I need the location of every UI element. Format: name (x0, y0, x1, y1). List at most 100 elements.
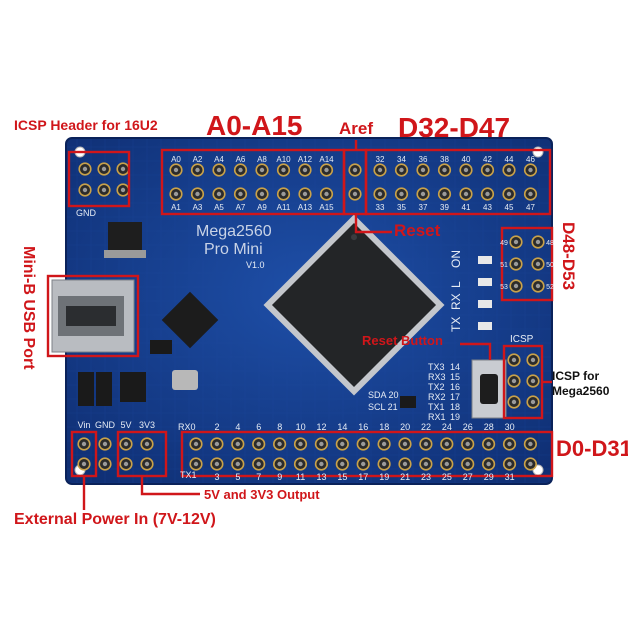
digital-low-pin (231, 437, 245, 451)
silk-serial-num: 15 (450, 372, 460, 382)
digital-low-pin (335, 437, 349, 451)
icsp-16u2-pin (116, 183, 130, 197)
silk-analog-bottom: A3 (193, 203, 203, 212)
power-pin (98, 457, 112, 471)
silk-analog-top: A8 (257, 155, 267, 164)
analog-pin (212, 163, 226, 177)
silk-digital-top: 32 (376, 155, 385, 164)
icsp-16u2-pin (78, 162, 92, 176)
digital-low-pin (293, 437, 308, 451)
led-rx (478, 300, 492, 308)
silk-digital-bottom: 39 (440, 203, 449, 212)
silk-serial-name: RX3 (428, 372, 446, 382)
analog-pin (233, 187, 248, 201)
silk-serial-name: RX1 (428, 412, 446, 422)
silk-analog-top: A4 (214, 155, 224, 164)
power-pin (119, 457, 133, 471)
leader-reset-button (460, 342, 492, 360)
silk-digital-top: 44 (505, 155, 514, 164)
silk-analog-bottom: A13 (298, 203, 313, 212)
silk-serial-name: TX3 (428, 362, 445, 372)
analog-pin (298, 187, 312, 201)
label-icsp-mega-2: Mega2560 (552, 384, 610, 398)
silk-sda: SDA 20 (368, 390, 399, 400)
box-digital-high (364, 148, 552, 216)
digital-low-pin (252, 457, 266, 471)
silk-analog-top: A14 (319, 155, 334, 164)
digital-low-pin (252, 437, 266, 451)
icsp-mega-pin (526, 374, 540, 388)
box-d48-d53 (500, 226, 554, 302)
silk-serial-num: 16 (450, 382, 460, 392)
silk-row-bottom: 19 (379, 472, 389, 482)
digital-low-pin (419, 437, 433, 451)
silk-row-bottom: 31 (505, 472, 515, 482)
silk-serial-num: 18 (450, 402, 460, 412)
silk-row-top: 6 (256, 422, 261, 432)
digital-pin (523, 187, 538, 201)
analog-pin (298, 163, 312, 177)
digital-side-pin (531, 279, 545, 293)
silk-row-bottom: 15 (337, 472, 347, 482)
analog-pin (319, 163, 334, 177)
silk-rx0: RX0 (178, 422, 196, 432)
silk-version: V1.0 (246, 260, 265, 270)
digital-low-pin (356, 437, 370, 451)
icsp-mega-pin (526, 353, 540, 367)
silk-analog-top: A0 (171, 155, 181, 164)
label-icsp-mega-1: ICSP for (552, 369, 600, 383)
digital-low-pin (419, 457, 433, 471)
silk-analog-bottom: A5 (214, 203, 224, 212)
silk-digital-top: 40 (462, 155, 471, 164)
silk-analog-bottom: A11 (277, 203, 291, 212)
silk-side-left: 51 (500, 262, 508, 269)
silk-icsp: ICSP (510, 334, 534, 345)
capacitor (96, 372, 112, 406)
silk-side-right: 52 (546, 284, 554, 291)
digital-low-pin (523, 457, 537, 471)
silk-row-top: 28 (484, 422, 494, 432)
silk-serial-name: RX2 (428, 392, 446, 402)
led-l (478, 278, 492, 286)
label-d48-d53: D48-D53 (559, 222, 578, 291)
voltage-regulator (108, 222, 142, 252)
silk-side-right: 48 (546, 240, 554, 247)
small-ic (400, 396, 416, 408)
analog-pin (276, 163, 291, 177)
label-ext-power: External Power In (7V-12V) (14, 511, 216, 528)
silk-row-top: 18 (379, 422, 389, 432)
digital-pin (416, 187, 430, 201)
silk-analog-top: A12 (298, 155, 313, 164)
label-analog: A0-A15 (206, 110, 303, 141)
silk-row-top: 14 (337, 422, 347, 432)
silk-digital-top: 42 (483, 155, 492, 164)
silk-row-top: 22 (421, 422, 431, 432)
digital-low-pin (523, 437, 537, 451)
analog-pin (212, 187, 226, 201)
silk-row-bottom: 29 (484, 472, 494, 482)
silk-serial-num: 19 (450, 412, 460, 422)
digital-pin (437, 163, 452, 177)
digital-low-pin (335, 457, 349, 471)
digital-low-pin (314, 437, 328, 451)
silk-row-top: 20 (400, 422, 410, 432)
digital-low-pin (440, 457, 454, 471)
silk-digital-top: 46 (526, 155, 535, 164)
silk-board-line1: Mega2560 (196, 223, 272, 240)
silk-digital-top: 36 (419, 155, 428, 164)
digital-pin (394, 163, 409, 177)
digital-pin (480, 187, 495, 201)
aref-pin (348, 187, 362, 201)
digital-low-pin (210, 437, 224, 451)
digital-low-pin (377, 437, 391, 451)
silk-side-right: 50 (546, 262, 554, 269)
silk-side-left: 53 (500, 284, 508, 291)
digital-low-pin (231, 457, 245, 471)
silk-row-top: 2 (214, 422, 219, 432)
led-on (478, 256, 492, 264)
reset-button[interactable] (471, 359, 507, 419)
silk-row-top: 4 (235, 422, 240, 432)
silk-digital-bottom: 43 (483, 203, 492, 212)
leader-power-out (140, 476, 200, 496)
